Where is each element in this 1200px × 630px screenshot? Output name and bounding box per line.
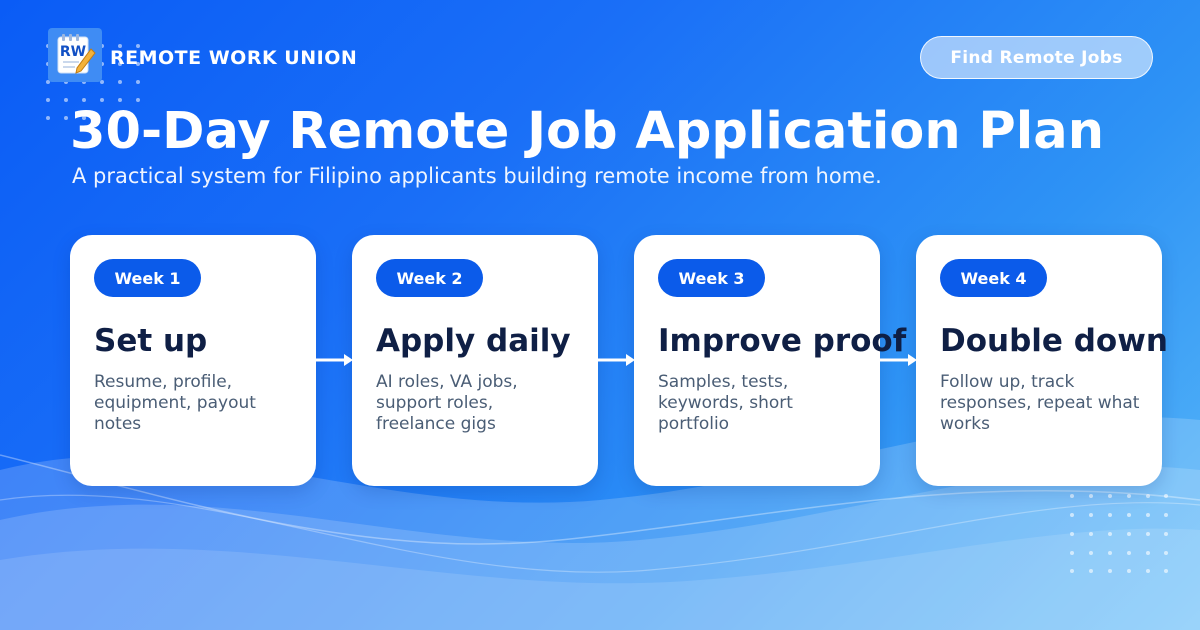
step-description: Follow up, track responses, repeat what … (940, 372, 1140, 434)
page-title: 30-Day Remote Job Application Plan (70, 102, 1104, 161)
page-subtitle: A practical system for Filipino applican… (72, 164, 882, 188)
step-card-week-4: Week 4 Double down Follow up, track resp… (916, 235, 1168, 486)
week-badge: Week 3 (658, 259, 765, 297)
step-title: Improve proof (658, 323, 907, 359)
brand-name: REMOTE WORK UNION (110, 47, 358, 69)
notepad-pencil-icon: RW (48, 28, 102, 82)
step-card-week-2: Week 2 Apply daily AI roles, VA jobs, su… (352, 235, 598, 486)
step-title: Apply daily (376, 323, 571, 359)
arrow-right-icon (314, 354, 353, 366)
arrow-right-icon (596, 354, 635, 366)
step-description: AI roles, VA jobs, support roles, freela… (376, 372, 518, 434)
step-title: Double down (940, 323, 1168, 359)
find-remote-jobs-button[interactable]: Find Remote Jobs (920, 36, 1153, 79)
week-badge: Week 1 (94, 259, 201, 297)
week-badge: Week 2 (376, 259, 483, 297)
logo-text: RW (60, 44, 86, 60)
week-badge: Week 4 (940, 259, 1047, 297)
dot-grid-decoration (1070, 494, 1168, 573)
step-description: Resume, profile, equipment, payout notes (94, 372, 256, 434)
dot-grid-decoration (46, 44, 140, 120)
step-card-week-3: Week 3 Improve proof Samples, tests, key… (634, 235, 906, 486)
step-card-week-1: Week 1 Set up Resume, profile, equipment… (70, 235, 316, 486)
arrow-right-icon (878, 354, 917, 366)
step-title: Set up (94, 323, 208, 359)
step-description: Samples, tests, keywords, short portfoli… (658, 372, 793, 434)
